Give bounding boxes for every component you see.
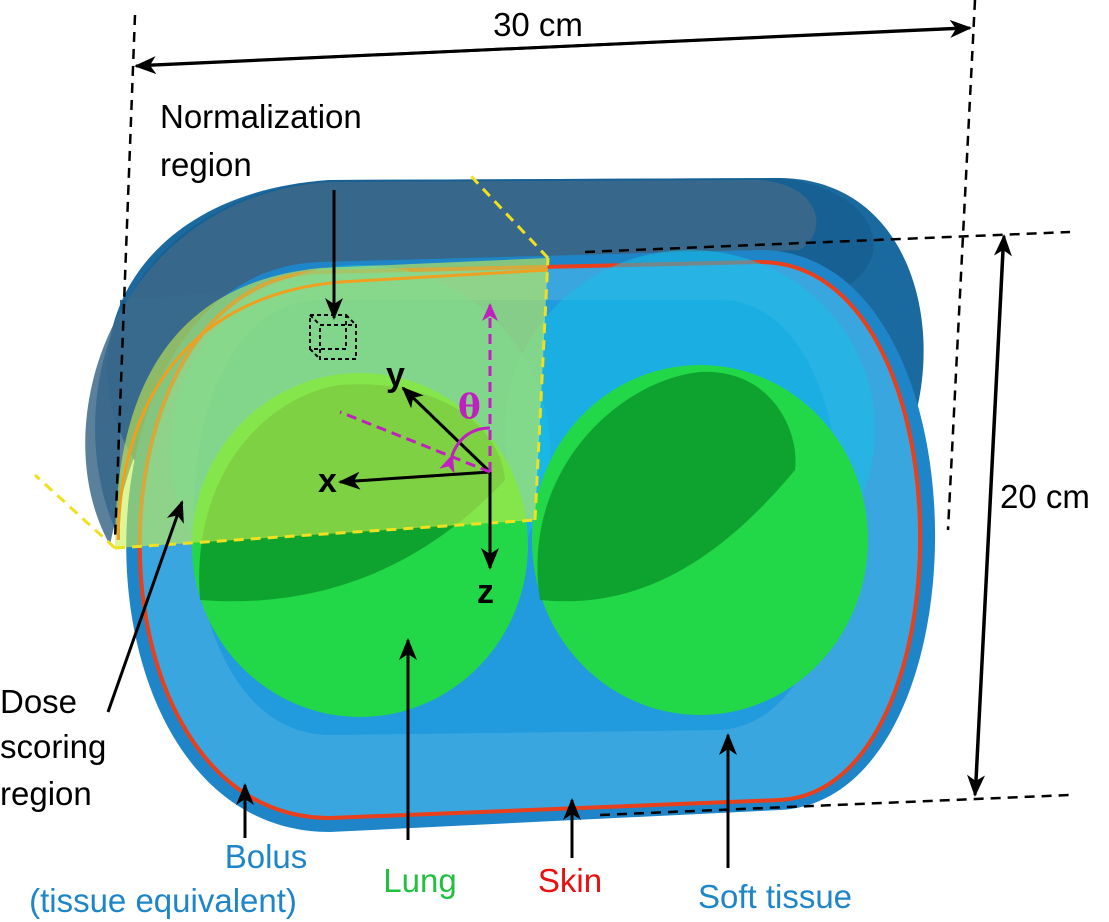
axis-y-label: y [386,356,405,394]
skin-label: Skin [538,862,602,899]
y-axis-arrow [401,386,492,474]
width-label: 30 cm [493,6,583,43]
axis-theta-label: θ [458,387,481,427]
lung-label: Lung [383,862,456,899]
normalization-cube [309,314,357,360]
axis-z-label: z [477,573,494,611]
bolus-top-shadow [85,180,817,545]
bolus-label-line1: Bolus [225,838,308,875]
dose-pointer [106,500,184,713]
dimension-guides [113,0,1071,817]
dose-label-line2: scoring [0,728,106,765]
dose-region-arc [116,268,549,541]
normalization-label-line2: region [160,146,252,183]
soft-tissue-label: Soft tissue [698,878,852,915]
x-axis-arrow [338,470,491,490]
normalization-label-line1: Normalization [160,98,362,135]
theta-ray [339,410,491,474]
dose-region-boundaries [33,173,550,550]
dose-label-line1: Dose [0,683,77,720]
lung-right-dark [537,371,796,602]
theta-arc [439,426,491,474]
height-label: 20 cm [1000,478,1090,515]
dose-label-line3: region [0,775,92,812]
bolus-label-line2: (tissue equivalent) [29,882,297,919]
axis-x-label: x [318,462,337,500]
